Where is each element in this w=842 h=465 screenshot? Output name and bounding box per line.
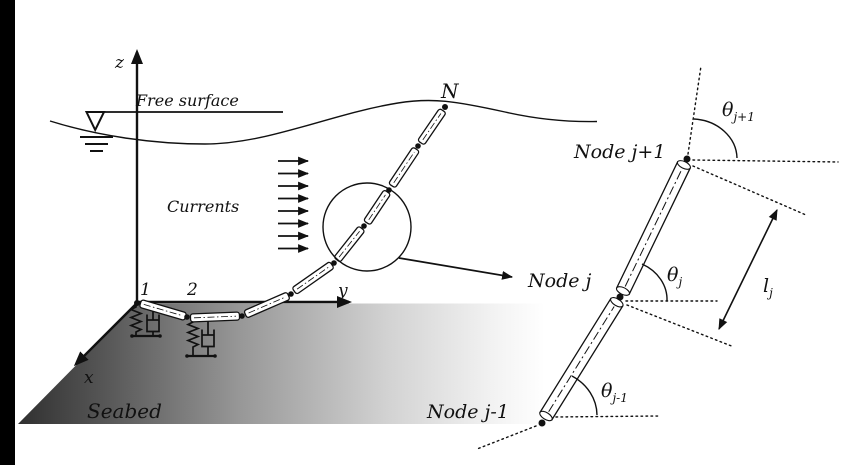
- spring-icon: [185, 319, 201, 356]
- water-level-hatch-icon: [80, 136, 113, 152]
- labels: z Free surface Currents 1 2 y x Seabed N…: [84, 53, 773, 423]
- axes: [73, 49, 352, 367]
- label-seabed: Seabed: [87, 399, 162, 423]
- lj-dimension-arrow: [718, 209, 778, 330]
- angle-arcs: [571, 118, 738, 416]
- theta-j-arc: [641, 263, 668, 302]
- chain-nodes: [134, 104, 448, 320]
- label-y-axis: y: [337, 281, 348, 301]
- x-axis: [73, 302, 138, 367]
- left-black-bar: [0, 0, 15, 465]
- node-j-dot: [616, 293, 624, 301]
- label-node-1: 1: [140, 280, 151, 300]
- wave-curve: [49, 99, 598, 145]
- label-node-j-plus-1: Node j+1: [573, 141, 665, 163]
- damper-icon: [201, 321, 215, 356]
- spring-damper-unit-1: [128, 304, 162, 338]
- node-j-callout-arrow: [398, 257, 514, 280]
- seabed-surface: [18, 303, 620, 424]
- label-theta-j: θj: [667, 264, 682, 289]
- rod-j-minus-1: [539, 296, 624, 422]
- label-node-j: Node j: [527, 270, 592, 292]
- label-z-axis: z: [114, 53, 125, 73]
- label-node-N: N: [440, 79, 460, 103]
- current-arrows: [278, 156, 310, 253]
- mooring-chain: [134, 104, 448, 323]
- label-lj: lj: [763, 275, 773, 300]
- label-node-j-minus-1: Node j-1: [426, 401, 509, 423]
- label-node-2: 2: [186, 280, 198, 300]
- label-x-axis: x: [84, 368, 94, 388]
- spring-icon: [128, 304, 144, 336]
- node-j-plus-1-dot: [683, 155, 691, 163]
- theta-j-minus-1-arc: [571, 375, 598, 416]
- label-theta-j-plus-1: θj+1: [722, 99, 755, 124]
- label-free-surface: Free surface: [135, 91, 239, 110]
- theta-j-plus-1-arc: [693, 118, 738, 159]
- spring-damper-unit-2: [185, 319, 217, 358]
- label-theta-j-minus-1: θj-1: [601, 380, 628, 405]
- label-currents: Currents: [167, 197, 239, 216]
- water-level-nabla-icon: [84, 111, 106, 133]
- node-j-minus-1-dot: [538, 419, 546, 427]
- detail-view: [476, 65, 839, 450]
- dotted-construction-lines: [476, 65, 839, 450]
- node-j-highlight-circle: [322, 182, 412, 272]
- free-surface-group: [49, 99, 598, 152]
